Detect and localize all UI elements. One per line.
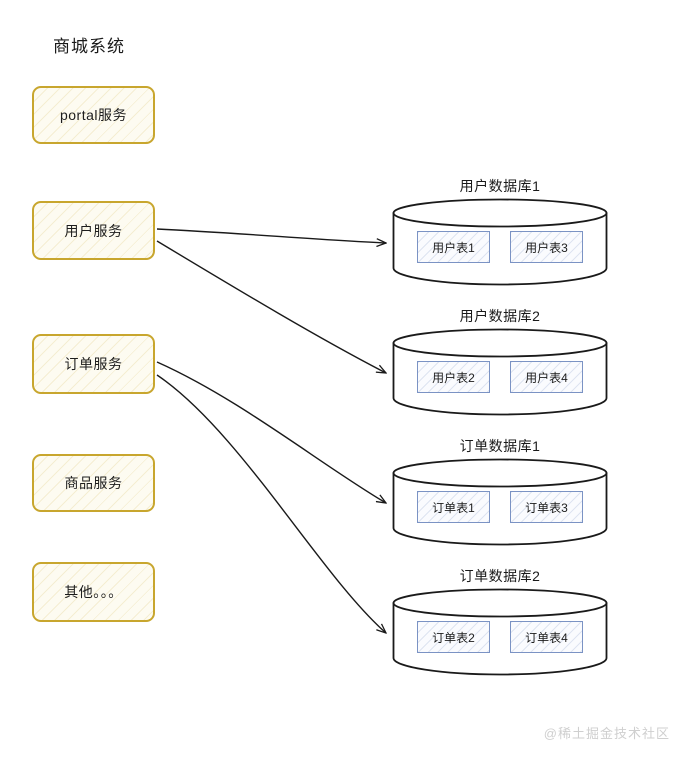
table-box[interactable]: 用户表1 [417,231,490,263]
table-label: 订单表1 [432,500,475,515]
table-label: 用户表1 [432,240,475,255]
table-label: 订单表3 [525,500,568,515]
table-box[interactable]: 订单表3 [510,491,583,523]
table-box[interactable]: 订单表1 [417,491,490,523]
watermark: @稀土掘金技术社区 [543,726,670,741]
table-box[interactable]: 订单表2 [417,621,490,653]
service-label-portal: portal服务 [59,107,128,123]
database-title-order-db-2: 订单数据库2 [459,568,541,584]
service-label-goods: 商品服务 [64,475,123,491]
table-list-user-db-1: 用户表1 用户表3 [392,231,608,263]
table-box[interactable]: 订单表4 [510,621,583,653]
connector-user-to-userdb2 [156,240,386,373]
database-title-user-db-1: 用户数据库1 [459,178,541,194]
cylinder-shape-order-db-2 [392,588,608,676]
connector-user-to-userdb1 [156,228,386,243]
table-list-order-db-1: 订单表1 订单表3 [392,491,608,523]
service-box-goods[interactable]: 商品服务 [32,454,155,512]
table-label: 用户表2 [432,370,475,385]
table-box[interactable]: 用户表4 [510,361,583,393]
service-box-user[interactable]: 用户服务 [32,201,155,260]
cylinder-shape-user-db-2 [392,328,608,416]
table-list-user-db-2: 用户表2 用户表4 [392,361,608,393]
service-label-user: 用户服务 [64,222,123,239]
database-title-order-db-1: 订单数据库1 [459,438,541,454]
table-label: 订单表4 [525,630,568,645]
table-label: 用户表3 [525,240,568,255]
table-box[interactable]: 用户表2 [417,361,490,393]
service-box-portal[interactable]: portal服务 [32,86,155,144]
connector-order-to-orderdb1 [156,361,386,503]
service-box-other[interactable]: 其他。。。 [32,562,155,622]
connector-order-to-orderdb2 [156,374,386,633]
table-box[interactable]: 用户表3 [510,231,583,263]
table-list-order-db-2: 订单表2 订单表4 [392,621,608,653]
table-label: 订单表2 [432,630,475,645]
cylinder-shape-order-db-1 [392,458,608,546]
cylinder-shape-user-db-1 [392,198,608,286]
service-label-other: 其他。。。 [64,584,123,600]
service-label-order: 订单服务 [64,356,123,372]
database-title-user-db-2: 用户数据库2 [459,308,541,324]
table-label: 用户表4 [525,370,568,385]
service-box-order[interactable]: 订单服务 [32,334,155,394]
diagram-title: 商城系统 [53,37,125,56]
